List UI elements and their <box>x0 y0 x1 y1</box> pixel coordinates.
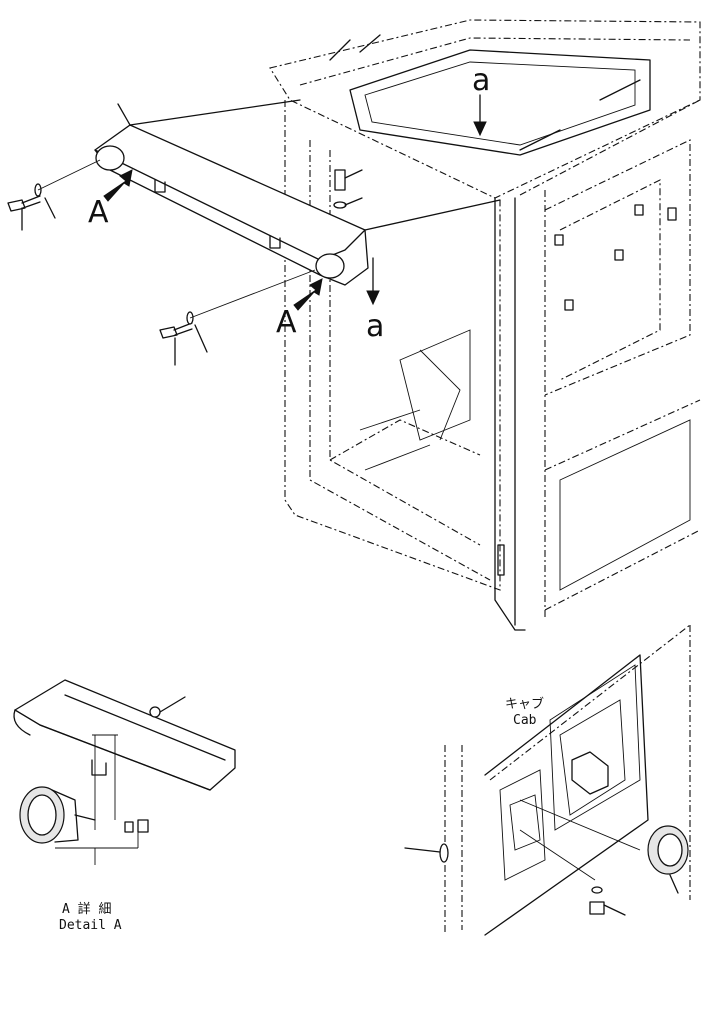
detail-a <box>13 679 236 865</box>
label-cab-jp: キャブ <box>505 697 545 712</box>
label-cab-en: Cab <box>513 713 537 728</box>
label-ref-a-mid: a <box>366 309 385 344</box>
cab-inset <box>404 624 691 936</box>
label-ref-a-top: a <box>472 63 491 98</box>
label-detail-en: Detail A <box>59 918 122 933</box>
bolt-cab <box>333 169 363 209</box>
lamp-bar <box>94 99 501 311</box>
label-detail-jp: A 詳 細 <box>62 902 112 917</box>
bolt-center <box>159 269 316 366</box>
label-view-a-lower: A <box>276 305 297 340</box>
cab-frame <box>269 19 701 631</box>
bolt-left <box>7 159 101 231</box>
label-view-a-upper: A <box>88 195 109 230</box>
